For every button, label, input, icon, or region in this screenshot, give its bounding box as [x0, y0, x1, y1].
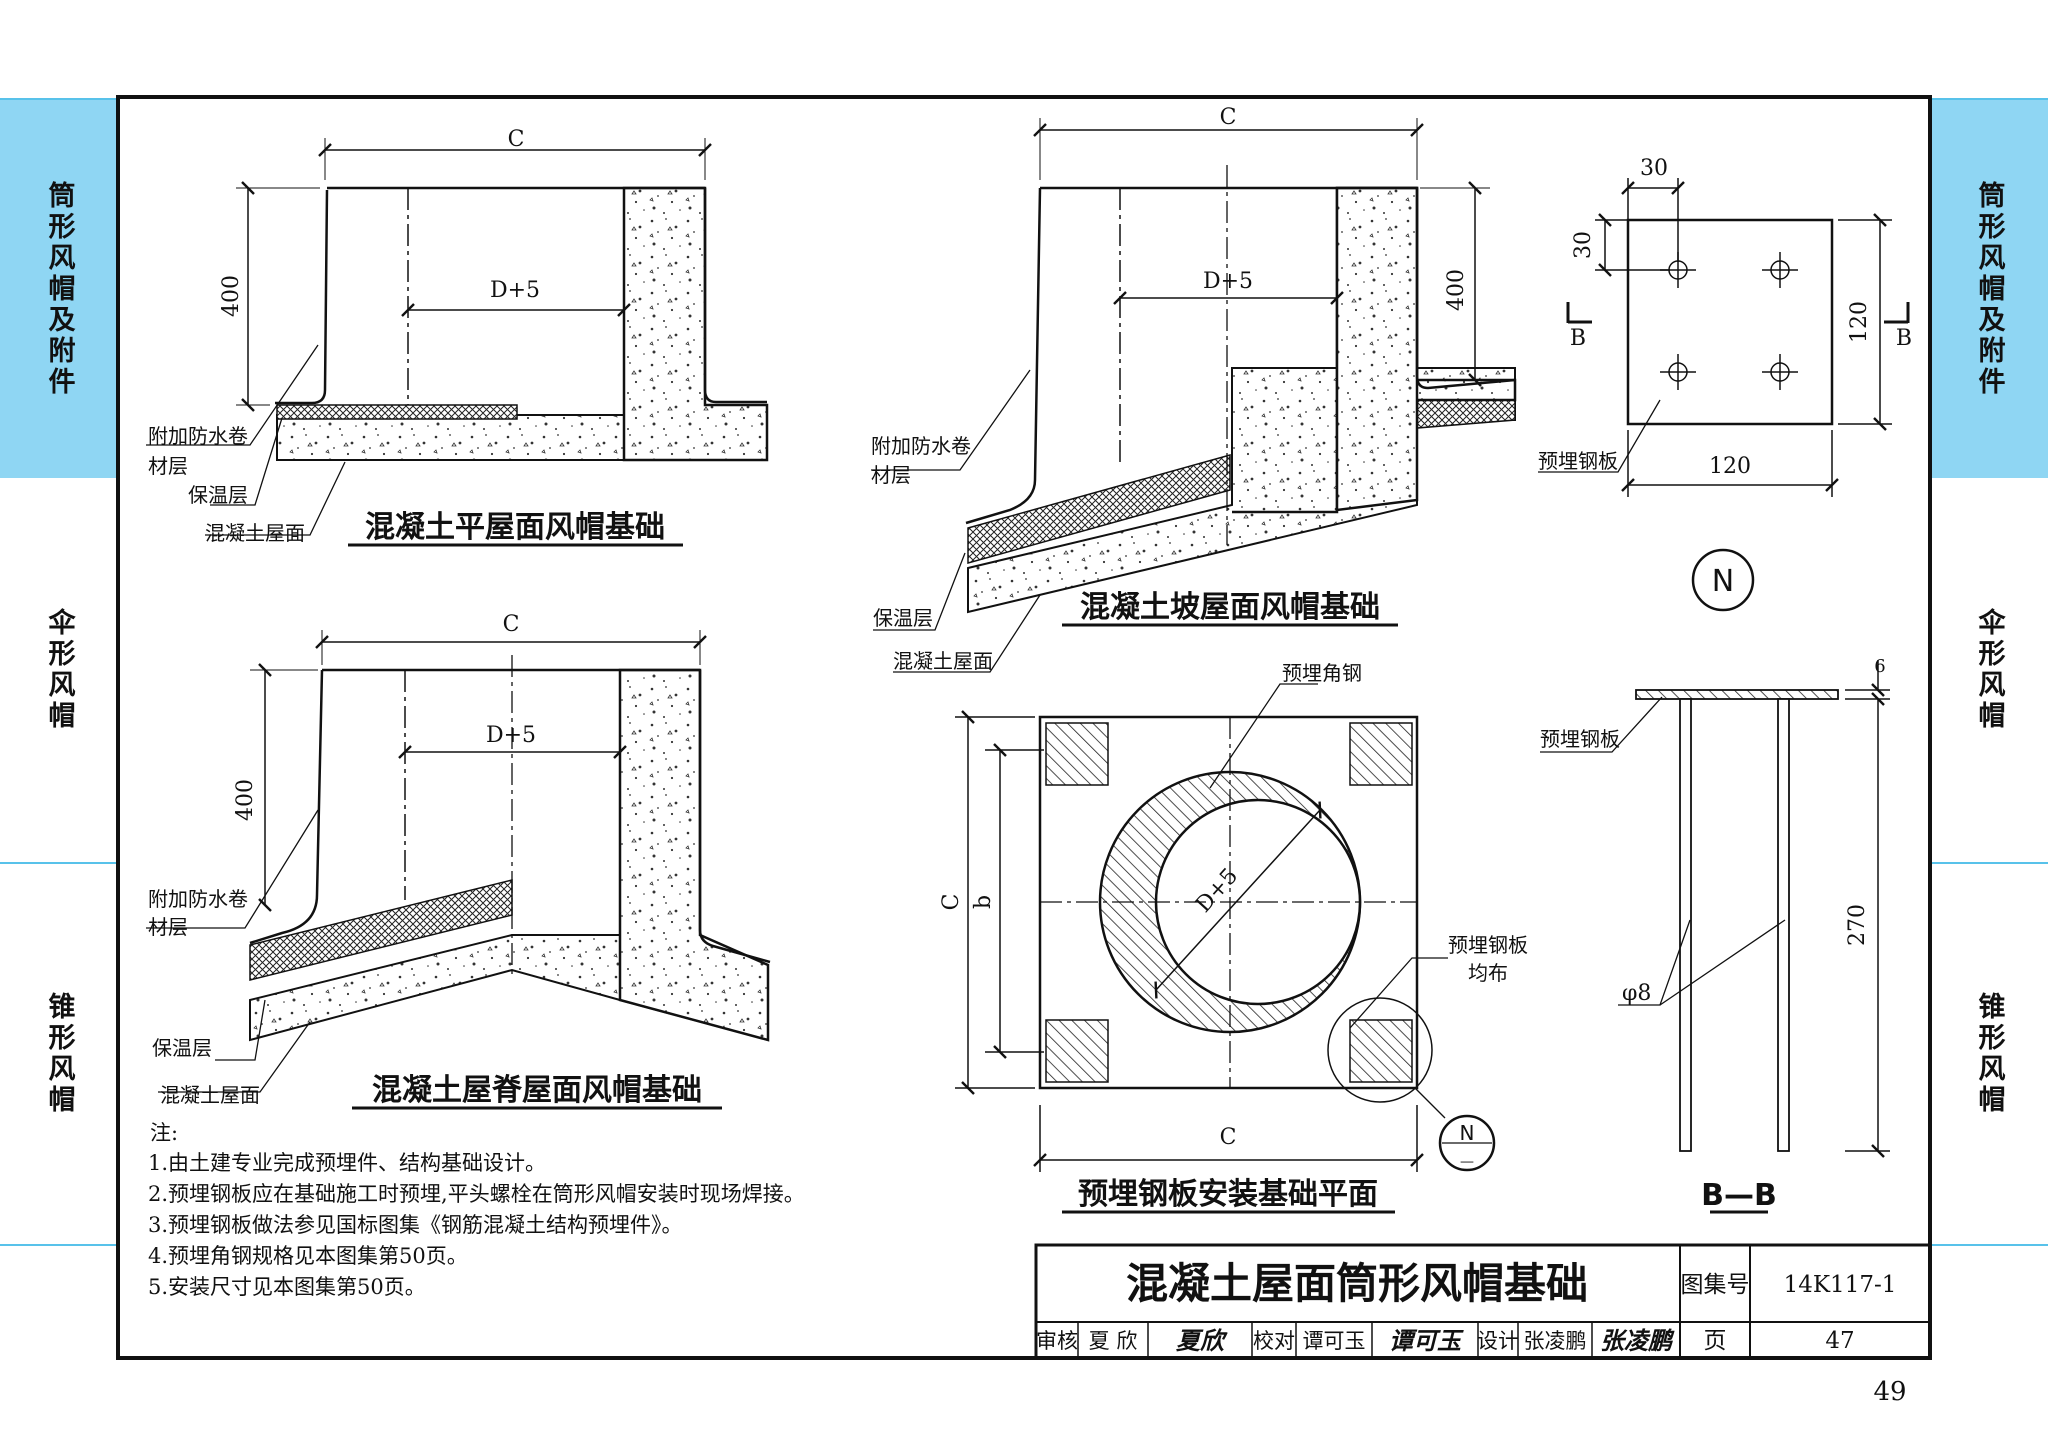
side-tab-right-cone[interactable]: 锥形风帽 — [1973, 992, 2005, 1116]
side-rule-left-top — [0, 98, 118, 100]
detail-slope-roof — [871, 118, 1517, 673]
reviewer-name: 夏 欣 — [1089, 1329, 1138, 1353]
ridge-dim-c: C — [503, 612, 520, 637]
atlas-label: 图集号 — [1681, 1272, 1750, 1298]
ridge-label-roof: 混凝土屋面 — [160, 1083, 260, 1107]
designer-signature: 张凌鹏 — [1600, 1326, 1675, 1355]
note-item: 5.安装尺寸见本图集第50页。 — [148, 1275, 426, 1299]
detail-ridge-roof — [146, 630, 771, 1093]
bb-dim-6: 6 — [1874, 656, 1885, 677]
slope-label-membrane-1: 附加防水卷 — [871, 434, 971, 458]
plate-dim-120-bottom: 120 — [1709, 454, 1751, 479]
slope-label-insulation: 保温层 — [873, 606, 933, 630]
ridge-label-membrane-2: 材层 — [148, 915, 188, 939]
page-number-box: 47 — [1825, 1328, 1854, 1354]
side-tab-left-cone[interactable]: 锥形风帽 — [43, 992, 75, 1116]
plan-dim-c-bottom: C — [1220, 1125, 1237, 1150]
bb-label-bar: φ8 — [1622, 981, 1651, 1006]
plan-dim-b: b — [971, 895, 996, 909]
checker-signature: 谭可玉 — [1389, 1326, 1464, 1355]
ridge-label-membrane-1: 附加防水卷 — [148, 887, 248, 911]
plan-label-angle: 预埋角钢 — [1282, 661, 1362, 685]
plate-dim-30-left: 30 — [1571, 231, 1596, 259]
side-rule-left-mid — [0, 862, 118, 864]
checker-name: 谭可玉 — [1303, 1329, 1366, 1353]
reviewer-signature: 夏欣 — [1176, 1326, 1228, 1355]
plan-mark-n: N — [1460, 1121, 1475, 1145]
plate-dim-120-right: 120 — [1847, 301, 1872, 343]
slope-label-roof: 混凝土屋面 — [893, 649, 993, 673]
ridge-label-insulation: 保温层 — [152, 1036, 212, 1060]
slope-dim-d5: D+5 — [1203, 269, 1253, 294]
flat-label-insulation: 保温层 — [188, 483, 248, 507]
detail-flat-roof — [146, 138, 769, 536]
atlas-number: 14K117-1 — [1784, 1272, 1897, 1298]
notes-heading: 注: — [150, 1121, 178, 1145]
slope-label-membrane-2: 材层 — [871, 463, 911, 487]
flat-dim-d5: D+5 — [490, 278, 540, 303]
design-label: 设计 — [1477, 1329, 1519, 1353]
side-tab-left-umbrella[interactable]: 伞形风帽 — [43, 608, 75, 732]
plan-label-plate-2: 均布 — [1468, 961, 1508, 985]
plan-dim-c-left: C — [939, 894, 964, 911]
plan-title: 预埋钢板安装基础平面 — [1078, 1177, 1378, 1212]
flat-dim-c: C — [508, 127, 525, 152]
side-rule-right-mid — [1930, 862, 2048, 864]
flat-title: 混凝土平屋面风帽基础 — [365, 510, 665, 545]
note-item: 2.预埋钢板应在基础施工时预埋,平头螺栓在筒形风帽安装时现场焊接。 — [148, 1182, 805, 1206]
side-rule-right-top — [1930, 98, 2048, 100]
section-bb — [1540, 660, 1890, 1158]
sheet-frame — [116, 95, 1932, 1360]
note-item: 1.由土建专业完成预埋件、结构基础设计。 — [148, 1151, 546, 1175]
plan-label-plate-1: 预埋钢板 — [1448, 933, 1528, 957]
side-tab-right-cylinder[interactable]: 筒形风帽及附件 — [1930, 100, 2048, 478]
side-rule-left-bottom — [0, 1244, 118, 1246]
plate-section-mark-left: B — [1570, 326, 1586, 351]
plan-view — [955, 683, 1496, 1172]
note-item: 3.预埋钢板做法参见国标图集《钢筋混凝土结构预埋件》。 — [148, 1213, 683, 1237]
review-label: 审核 — [1036, 1329, 1078, 1353]
ridge-title: 混凝土屋脊屋面风帽基础 — [372, 1073, 702, 1108]
bb-label-plate: 预埋钢板 — [1540, 727, 1620, 751]
check-label: 校对 — [1253, 1329, 1295, 1353]
slope-dim-400: 400 — [1444, 269, 1469, 311]
bb-title: B—B — [1701, 1178, 1777, 1213]
ridge-dim-d5: D+5 — [486, 723, 536, 748]
plan-mark-sub: — — [1460, 1154, 1474, 1170]
plate-section-mark-right: B — [1896, 326, 1912, 351]
page-label: 页 — [1704, 1328, 1727, 1354]
flat-label-membrane-2: 材层 — [148, 454, 188, 478]
detail-embedded-plate — [1538, 178, 1910, 497]
sheet-page-number: 49 — [1873, 1377, 1906, 1407]
flat-label-membrane-1: 附加防水卷 — [148, 424, 248, 448]
side-tab-left-cylinder[interactable]: 筒形风帽及附件 — [0, 100, 118, 478]
flat-dim-400: 400 — [219, 275, 244, 317]
flat-label-roof: 混凝土屋面 — [205, 521, 305, 545]
side-tab-right-umbrella[interactable]: 伞形风帽 — [1973, 608, 2005, 732]
detail-mark-n — [1691, 548, 1755, 612]
title-block-title: 混凝土屋面筒形风帽基础 — [1126, 1259, 1588, 1308]
plate-dim-30-top: 30 — [1640, 156, 1668, 181]
side-rule-right-bottom — [1930, 1244, 2048, 1246]
ridge-dim-400: 400 — [233, 779, 258, 821]
slope-title: 混凝土坡屋面风帽基础 — [1080, 590, 1380, 625]
plate-label: 预埋钢板 — [1538, 449, 1618, 473]
plate-mark-n: N — [1712, 564, 1734, 599]
slope-dim-c: C — [1220, 105, 1237, 130]
note-item: 4.预埋角钢规格见本图集第50页。 — [148, 1244, 468, 1268]
title-block — [1034, 1243, 1932, 1360]
designer-name: 张凌鹏 — [1524, 1329, 1587, 1353]
bb-dim-270: 270 — [1845, 904, 1870, 946]
